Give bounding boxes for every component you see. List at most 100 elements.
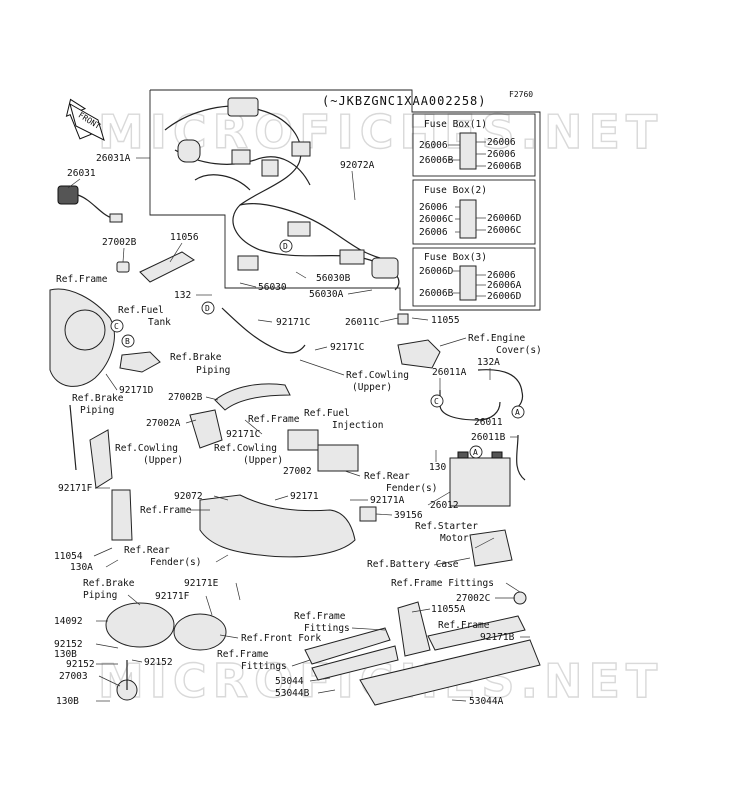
part-label: 27003 [59, 671, 88, 682]
part-label: 56030 [258, 282, 287, 293]
part-label: 27002 [283, 466, 312, 477]
part-label: 53044B [275, 688, 310, 699]
fuse-box-2-title: Fuse Box(2) [424, 185, 487, 196]
part-label: 92152 [66, 659, 95, 670]
fuse-box-2-right-2: 26006C [487, 225, 521, 236]
part-label: 92171A [370, 495, 405, 506]
part-label: 11055 [431, 315, 460, 326]
part-label: 92171C [226, 429, 260, 440]
part-label: 26031A [96, 153, 131, 164]
fuse-box-1-right-1: 26006 [487, 137, 516, 148]
part-label: 92171D [119, 385, 154, 396]
circle-ref-b-1: B [125, 337, 130, 346]
fuse-box-1-right-3: 26006B [487, 161, 522, 172]
part-label: Cover(s) [496, 345, 542, 356]
part-label: 92171F [58, 483, 93, 494]
circle-ref-c-2: C [434, 397, 439, 406]
part-label: 92152 [54, 639, 83, 650]
part-label: Fender(s) [386, 483, 437, 494]
fuse-box-1: Fuse Box(1) 26006 26006B 26006 26006 260… [412, 113, 536, 177]
part-label: 130B [54, 649, 77, 660]
fuse-box-2-left-3: 26006 [419, 227, 448, 238]
fuse-box-1-left-1: 26006 [419, 140, 448, 151]
part-label: Ref.Brake [72, 393, 124, 404]
part-label: 53044A [469, 696, 504, 707]
part-label: Ref.Frame [56, 274, 108, 285]
part-label: Ref.Fuel [118, 305, 164, 316]
part-label: 92072 [174, 491, 203, 502]
part-label: Ref.Starter [415, 521, 478, 532]
fuse-box-2-left-1: 26006 [419, 202, 448, 213]
fuse-box-3: Fuse Box(3) 26006D 26006B 26006 26006A 2… [412, 247, 536, 307]
figure-code: F2760 [509, 90, 533, 99]
fuse-box-3-left-1: 26006D [419, 266, 454, 277]
part-label: 92171B [480, 632, 515, 643]
part-label: Piping [196, 365, 230, 376]
leader-lines [67, 157, 530, 702]
part-label: Fittings [304, 623, 350, 634]
circle-ref-a-1: A [515, 408, 520, 417]
fuse-box-2-left-2: 26006C [419, 214, 453, 225]
part-label: Fender(s) [150, 557, 201, 568]
part-label: 26011 [474, 417, 503, 428]
part-label: 26011B [471, 432, 506, 443]
part-label: 92152 [144, 657, 173, 668]
part-label: Injection [332, 420, 383, 431]
part-label: Ref.Frame [248, 414, 300, 425]
fuse-box-3-title: Fuse Box(3) [424, 252, 487, 263]
part-label: 56030B [316, 273, 351, 284]
part-label: 14092 [54, 616, 83, 627]
part-label: Ref.Cowling [115, 443, 178, 454]
part-label: Ref.Rear [364, 471, 410, 482]
part-label: 27002C [456, 593, 490, 604]
part-label: 11055A [431, 604, 466, 615]
serial-number-note: (~JKBZGNC1XAA002258) [322, 94, 487, 108]
part-label: 92171 [290, 491, 319, 502]
part-label: Ref.Frame [294, 611, 346, 622]
part-label: 39156 [394, 510, 423, 521]
part-label: 92171C [330, 342, 364, 353]
fuse-box-3-right-3: 26006D [487, 291, 522, 302]
part-label: 27002B [102, 237, 137, 248]
part-label: 26031 [67, 168, 96, 179]
circle-ref-c-1: C [114, 322, 119, 331]
part-label: Ref.Cowling [346, 370, 409, 381]
part-label: (Upper) [243, 455, 283, 466]
fuse-box-2-right-1: 26006D [487, 213, 522, 224]
part-label: 26011C [345, 317, 379, 328]
part-label: Piping [83, 590, 117, 601]
part-label: 27002A [146, 418, 181, 429]
part-label: Tank [148, 317, 171, 328]
fuse-box-2: Fuse Box(2) 26006 26006C 26006 26006D 26… [412, 179, 536, 245]
part-label: 26012 [430, 500, 459, 511]
part-label: Ref.Fuel [304, 408, 350, 419]
part-label: Ref.Brake [170, 352, 222, 363]
part-label: Ref.Frame Fittings [391, 578, 494, 589]
part-label: 132 [174, 290, 191, 301]
part-label: (Upper) [143, 455, 183, 466]
fuse-box-3-right-1: 26006 [487, 270, 516, 281]
part-label: 53044 [275, 676, 304, 687]
fuse-box-1-title: Fuse Box(1) [424, 119, 487, 130]
part-label: Ref.Battery Case [367, 559, 459, 570]
part-label: Ref.Engine [468, 333, 525, 344]
circle-ref-a-2: A [473, 448, 478, 457]
part-label: 132A [477, 357, 500, 368]
part-label: 130 [429, 462, 446, 473]
circle-ref-d-2: D [205, 304, 210, 313]
fuse-box-1-right-2: 26006 [487, 149, 516, 160]
part-label: 130A [70, 562, 93, 573]
main-wiring-harness [164, 97, 400, 291]
part-label: Ref.Frame [140, 505, 192, 516]
part-label: Ref.Cowling [214, 443, 277, 454]
part-label: 27002B [168, 392, 203, 403]
part-label: 11056 [170, 232, 199, 243]
fuse-box-1-left-2: 26006B [419, 155, 454, 166]
part-label: Piping [80, 405, 114, 416]
part-shapes [49, 185, 541, 706]
part-label: 92072A [340, 160, 375, 171]
fuse-box-3-right-2: 26006A [487, 280, 522, 291]
part-label: 26011A [432, 367, 467, 378]
part-label: 92171C [276, 317, 310, 328]
